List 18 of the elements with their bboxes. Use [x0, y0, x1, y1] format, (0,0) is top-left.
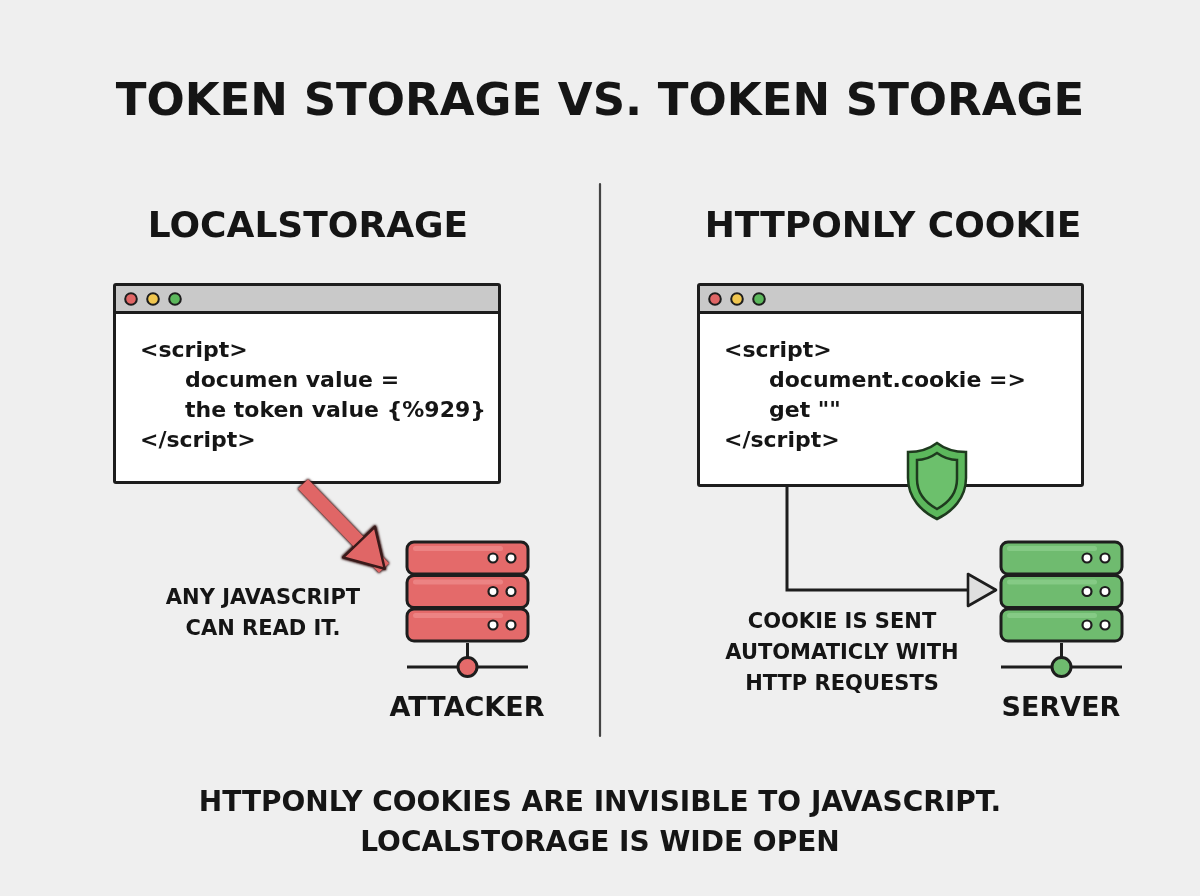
- title: TOKEN STORAGE VS. TOKEN STORAGE: [114, 72, 1086, 128]
- browser-window: [697, 283, 1084, 487]
- edge-label: COOKIE IS SENT AUTOMATICLY WITH HTTP REQUESTS: [724, 608, 960, 697]
- section-heading: LOCALSTORAGE: [146, 203, 470, 247]
- note-text: ANY JAVASCRIPT CAN READ IT.: [164, 584, 362, 642]
- code-line: documen value =: [185, 366, 400, 394]
- section-heading: HTTPONLY COOKIE: [703, 203, 1083, 247]
- code-line: <script>: [140, 336, 248, 364]
- browser-window: [113, 283, 501, 484]
- server-label: ATTACKER: [388, 690, 546, 724]
- code-line: the token value {%929}: [185, 396, 486, 424]
- caption: HTTPONLY COOKIES ARE INVISIBLE TO JAVASCRIPT. LOCALSTORAGE IS WIDE OPEN: [197, 784, 1003, 860]
- code-line: </script>: [140, 426, 256, 454]
- code-line: document.cookie =>: [769, 366, 1026, 394]
- code-line: <script>: [724, 336, 832, 364]
- code-line: get "": [769, 396, 841, 424]
- server-label: SERVER: [1000, 690, 1122, 724]
- code-line: </script>: [724, 426, 840, 454]
